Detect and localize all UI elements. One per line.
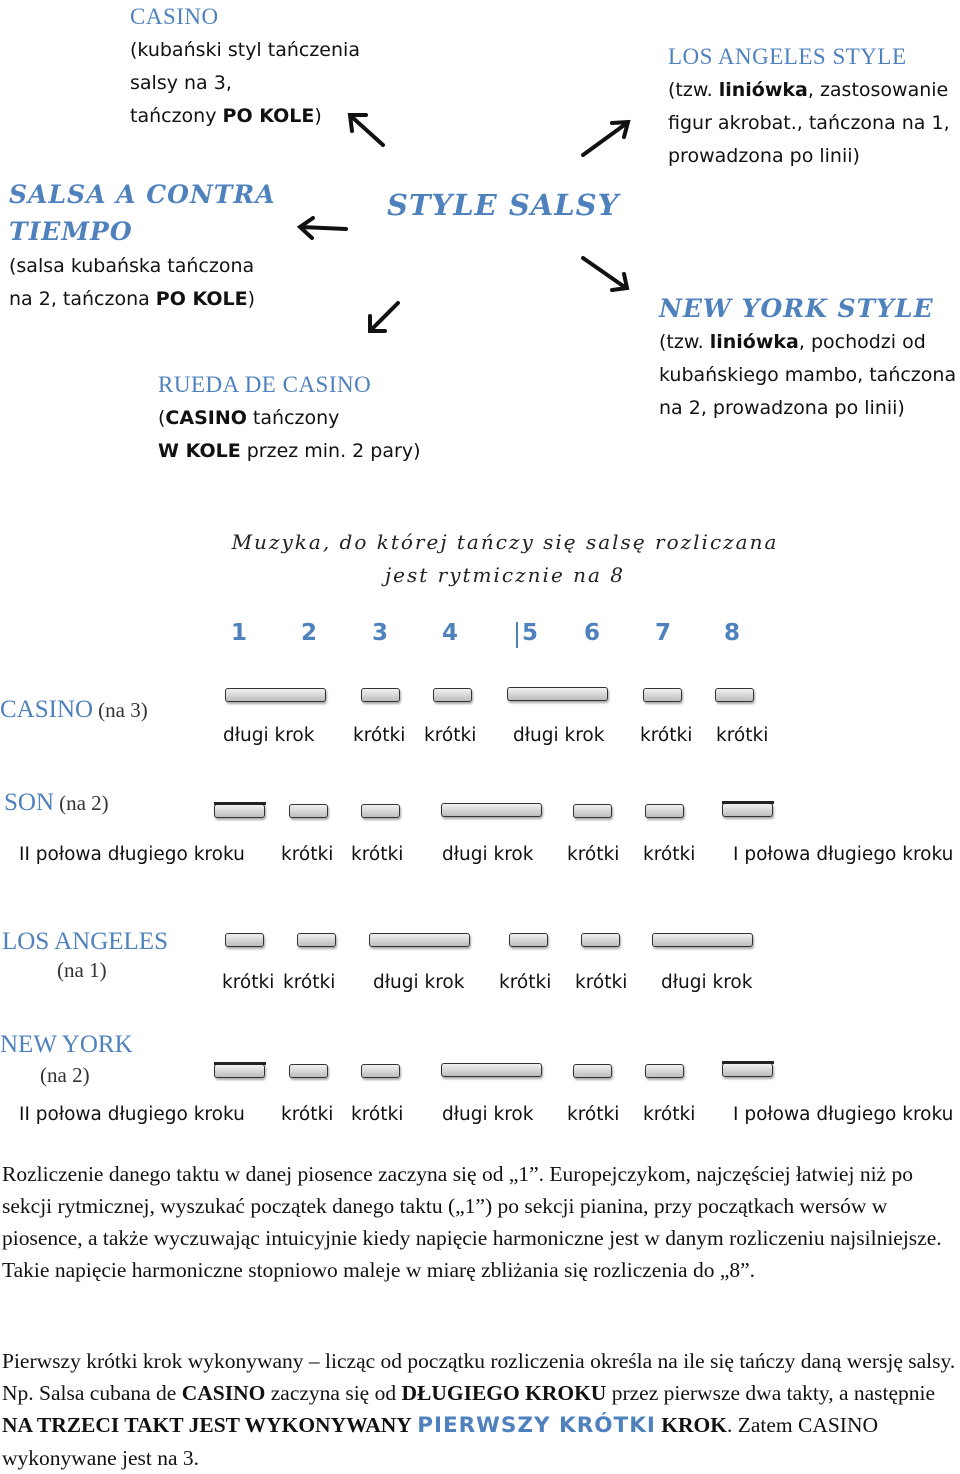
step-label: krótki (424, 725, 477, 746)
step-label: II połowa długiego kroku (19, 1104, 245, 1125)
contra-style-block: SALSA A CONTRA TIEMPO (salsa kubańska ta… (9, 176, 276, 316)
step-label: krótki (281, 844, 334, 865)
step-long-bar (441, 803, 542, 817)
row-la-header: LOS ANGELES (na 1) (2, 928, 168, 982)
casino-style-block: CASINO (kubański styl tańczenia salsy na… (130, 0, 360, 133)
row-son-header: SON (na 2) (4, 789, 109, 816)
la-desc: (tzw. liniówka, zastosowanie figur akrob… (668, 79, 950, 167)
beat-4: 4 (442, 620, 459, 646)
step-short-bar (573, 804, 612, 818)
measure-line (722, 1061, 774, 1064)
step-short-bar (289, 1064, 328, 1078)
step-label: krótki (351, 844, 404, 865)
step-short-bar (645, 1064, 684, 1078)
step-short-bar (645, 804, 684, 818)
beat-1: 1 (231, 620, 248, 646)
arrow-up-right-icon (581, 119, 631, 157)
beat-5: 5 (522, 620, 539, 646)
step-label: krótki (575, 972, 628, 993)
step-short-bar (643, 688, 682, 702)
rueda-style-block: RUEDA DE CASINO (CASINO tańczony W KOLE … (158, 368, 420, 468)
row-casino-header: CASINO (na 3) (0, 696, 148, 723)
step-label: I połowa długiego kroku (733, 844, 954, 865)
step-label: krótki (499, 972, 552, 993)
paragraph-first-short-step: Pierwszy krótki krok wykonywany – licząc… (2, 1349, 956, 1470)
ny-style-block: NEW YORK STYLE (tzw. liniówka, pochodzi … (659, 292, 956, 425)
arrow-down-right-icon (581, 256, 630, 292)
step-label: krótki (222, 972, 275, 993)
step-half-long-bar (722, 803, 773, 817)
step-label: długi krok (513, 725, 605, 746)
ny-title: NEW YORK STYLE (659, 294, 934, 323)
step-short-bar (361, 804, 400, 818)
step-label: długi krok (442, 844, 534, 865)
music-heading: Muzyka, do której tańczy się salsę rozli… (231, 530, 779, 587)
step-label: długi krok (661, 972, 753, 993)
beat-8: 8 (724, 620, 741, 646)
arrow-left-icon (296, 216, 348, 240)
arrow-down-left-icon (368, 301, 400, 333)
step-long-bar (507, 687, 608, 701)
center-title: STYLE SALSY (387, 188, 620, 222)
step-long-bar (225, 688, 326, 702)
arrow-up-left-icon (347, 113, 385, 147)
casino-desc: (kubański styl tańczenia salsy na 3, tań… (130, 39, 360, 127)
paragraph-counting: Rozliczenie danego taktu w danej piosenc… (2, 1162, 942, 1282)
step-label: krótki (353, 725, 406, 746)
step-label: krótki (643, 844, 696, 865)
contra-desc: (salsa kubańska tańczona na 2, tańczona … (9, 255, 256, 310)
measure-line (214, 1062, 266, 1065)
beat-2: 2 (301, 620, 318, 646)
step-short-bar (361, 1064, 400, 1078)
step-half-long-bar (214, 1064, 265, 1078)
step-label: krótki (640, 725, 693, 746)
step-label: długi krok (223, 725, 315, 746)
step-short-bar (433, 688, 472, 702)
rueda-title: RUEDA DE CASINO (158, 372, 372, 397)
step-short-bar (361, 688, 400, 702)
step-short-bar (509, 933, 548, 947)
step-label: krótki (567, 844, 620, 865)
step-short-bar (225, 933, 264, 947)
step-label: krótki (643, 1104, 696, 1125)
step-label: I połowa długiego kroku (733, 1104, 954, 1125)
step-label: krótki (716, 725, 769, 746)
step-label: krótki (281, 1104, 334, 1125)
casino-title: CASINO (130, 4, 219, 29)
measure-line (722, 801, 774, 804)
arrows-diagram (296, 113, 631, 333)
step-short-bar (289, 804, 328, 818)
contra-title-line2: TIEMPO (9, 217, 133, 246)
step-half-long-bar (214, 804, 265, 818)
step-short-bar (581, 933, 620, 947)
la-title: LOS ANGELES STYLE (668, 44, 907, 69)
step-label: długi krok (373, 972, 465, 993)
rueda-desc: (CASINO tańczony W KOLE przez min. 2 par… (158, 407, 421, 462)
step-label: długi krok (442, 1104, 534, 1125)
step-label: krótki (283, 972, 336, 993)
step-label: II połowa długiego kroku (19, 844, 245, 865)
beat-6: 6 (584, 620, 601, 646)
beat-3: 3 (372, 620, 389, 646)
beat-7: 7 (655, 620, 672, 646)
step-long-bar (652, 933, 753, 947)
measure-line (214, 802, 266, 805)
step-label: krótki (351, 1104, 404, 1125)
ny-desc: (tzw. liniówka, pochodzi od kubańskiego … (659, 331, 957, 419)
la-style-block: LOS ANGELES STYLE (tzw. liniówka, zastos… (668, 40, 950, 173)
measure-divider (516, 622, 518, 648)
contra-title-line1: SALSA A CONTRA (9, 180, 276, 209)
step-long-bar (441, 1063, 542, 1077)
step-label: krótki (567, 1104, 620, 1125)
step-half-long-bar (722, 1063, 773, 1077)
row-ny-header: NEW YORK (na 2) (0, 1031, 133, 1087)
step-short-bar (715, 688, 754, 702)
step-long-bar (369, 933, 470, 947)
step-short-bar (297, 933, 336, 947)
step-short-bar (573, 1064, 612, 1078)
